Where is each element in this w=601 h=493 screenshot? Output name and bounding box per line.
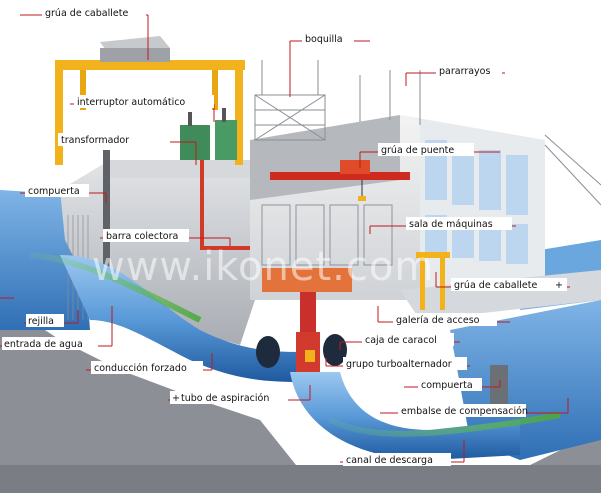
label-text: caja de caracol bbox=[365, 335, 437, 346]
label-text: embalse de compensación bbox=[401, 406, 528, 417]
label-text: interruptor automático bbox=[77, 97, 185, 108]
label-text: galería de acceso bbox=[396, 315, 480, 326]
label-text: compuerta bbox=[421, 380, 473, 391]
label-text: conducción forzado bbox=[94, 363, 187, 374]
label-text: pararrayos bbox=[439, 66, 490, 77]
label-text: grúa de caballete bbox=[454, 280, 537, 291]
label-text: barra colectora bbox=[106, 231, 178, 242]
label-text: transformador bbox=[61, 135, 129, 146]
label-text: entrada de agua bbox=[4, 339, 83, 350]
label-text: canal de descarga bbox=[346, 455, 433, 466]
label-text: grupo turboalternador bbox=[346, 359, 452, 370]
label-text: boquilla bbox=[305, 34, 343, 45]
label-text: compuerta bbox=[28, 186, 80, 197]
plus-marker: + bbox=[555, 280, 563, 291]
label-text: rejilla bbox=[28, 316, 54, 327]
label-text: grúa de puente bbox=[381, 145, 454, 156]
label-grupo-turbo: grupo turboalternador bbox=[326, 357, 470, 370]
watermark-text: www.ikonet.com bbox=[92, 244, 434, 290]
label-text: tubo de aspiración bbox=[181, 393, 269, 404]
label-text: grúa de caballete bbox=[45, 8, 128, 19]
plus-marker: + bbox=[172, 393, 180, 404]
label-text: sala de máquinas bbox=[409, 219, 493, 230]
